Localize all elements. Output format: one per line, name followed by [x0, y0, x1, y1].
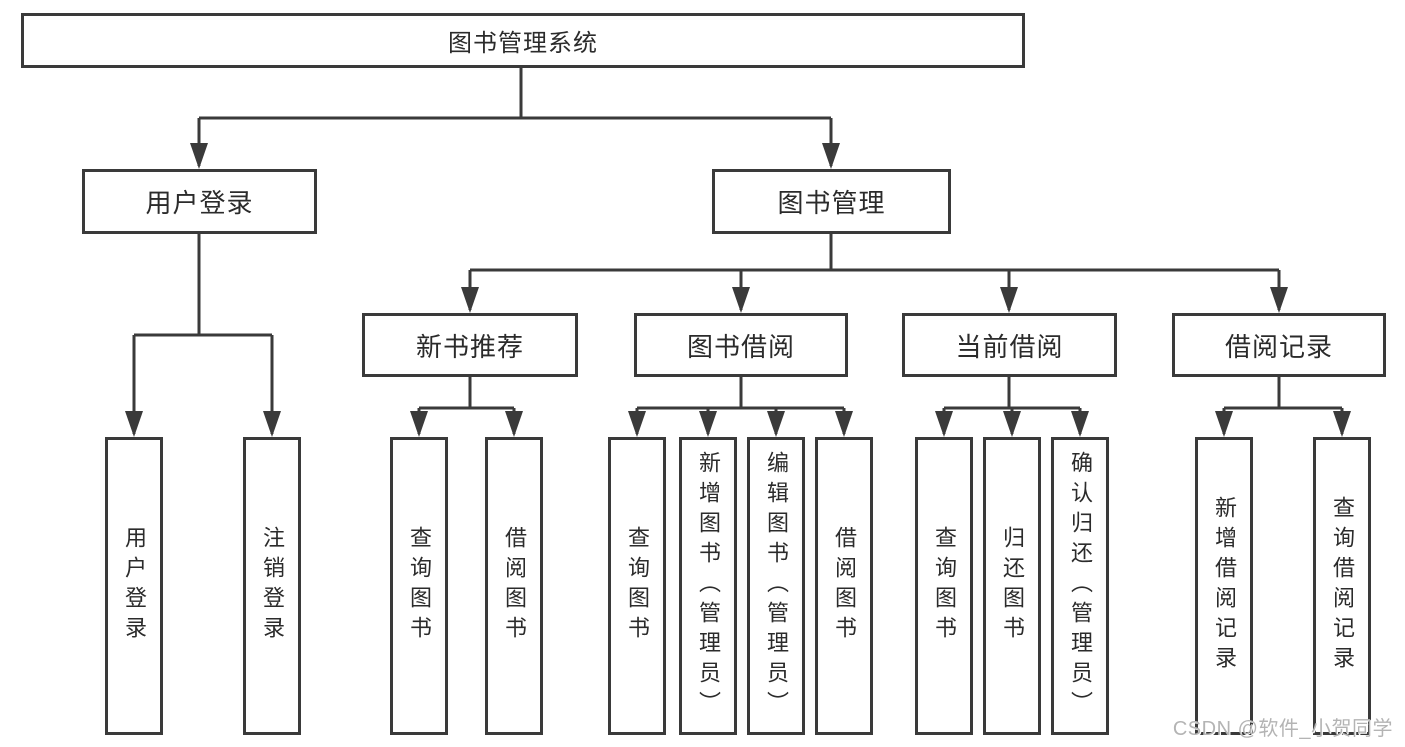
leaf-query-borrow-record: 查询借阅记录 — [1313, 437, 1371, 735]
node-label: 用户登录 — [145, 188, 254, 218]
csdn-watermark: CSDN @软件_小贺同学 — [1172, 718, 1393, 740]
leaf-add-borrow-record: 新增借阅记录 — [1195, 437, 1253, 735]
leaf-logout: 注销登录 — [243, 437, 301, 735]
node-label: 新增借阅记录 — [1212, 496, 1237, 676]
node-label: 归还图书 — [1000, 526, 1025, 646]
node-label: 查询图书 — [625, 526, 650, 646]
node-label: 编辑图书（管理员） — [764, 451, 789, 721]
node-label: 确认归还（管理员） — [1068, 451, 1093, 721]
node-book-borrowing: 图书借阅 — [634, 313, 848, 377]
node-label: 用户登录 — [122, 526, 147, 646]
node-label: 图书管理系统 — [448, 30, 598, 57]
node-label: 新增图书（管理员） — [696, 451, 721, 721]
node-borrowing-records: 借阅记录 — [1172, 313, 1386, 377]
leaf-user-login: 用户登录 — [105, 437, 163, 735]
leaf-query-books-borrowing: 查询图书 — [608, 437, 666, 735]
leaf-add-book-admin: 新增图书（管理员） — [679, 437, 737, 735]
node-label: 查询借阅记录 — [1330, 496, 1355, 676]
node-label: 借阅图书 — [832, 526, 857, 646]
node-library-management-system: 图书管理系统 — [21, 13, 1025, 68]
leaf-edit-book-admin: 编辑图书（管理员） — [747, 437, 805, 735]
node-label: 借阅图书 — [502, 526, 527, 646]
leaf-return-book: 归还图书 — [983, 437, 1041, 735]
leaf-confirm-return-admin: 确认归还（管理员） — [1051, 437, 1109, 735]
node-label: 查询图书 — [407, 526, 432, 646]
node-label: 图书管理 — [777, 188, 886, 218]
node-label: 查询图书 — [932, 526, 957, 646]
leaf-borrow-books-recommend: 借阅图书 — [485, 437, 543, 735]
node-label: 新书推荐 — [415, 331, 524, 362]
leaf-query-books-recommend: 查询图书 — [390, 437, 448, 735]
node-user-login-group: 用户登录 — [82, 169, 317, 234]
node-book-management: 图书管理 — [712, 169, 951, 234]
leaf-query-books-current: 查询图书 — [915, 437, 973, 735]
node-label: 借阅记录 — [1224, 331, 1333, 362]
node-label: 当前借阅 — [955, 331, 1064, 362]
node-label: 图书借阅 — [686, 331, 795, 362]
arrowheads — [125, 143, 1351, 437]
leaf-borrow-books-borrowing: 借阅图书 — [815, 437, 873, 735]
node-label: 注销登录 — [260, 526, 285, 646]
node-new-book-recommendation: 新书推荐 — [362, 313, 578, 377]
node-current-borrowing: 当前借阅 — [902, 313, 1117, 377]
